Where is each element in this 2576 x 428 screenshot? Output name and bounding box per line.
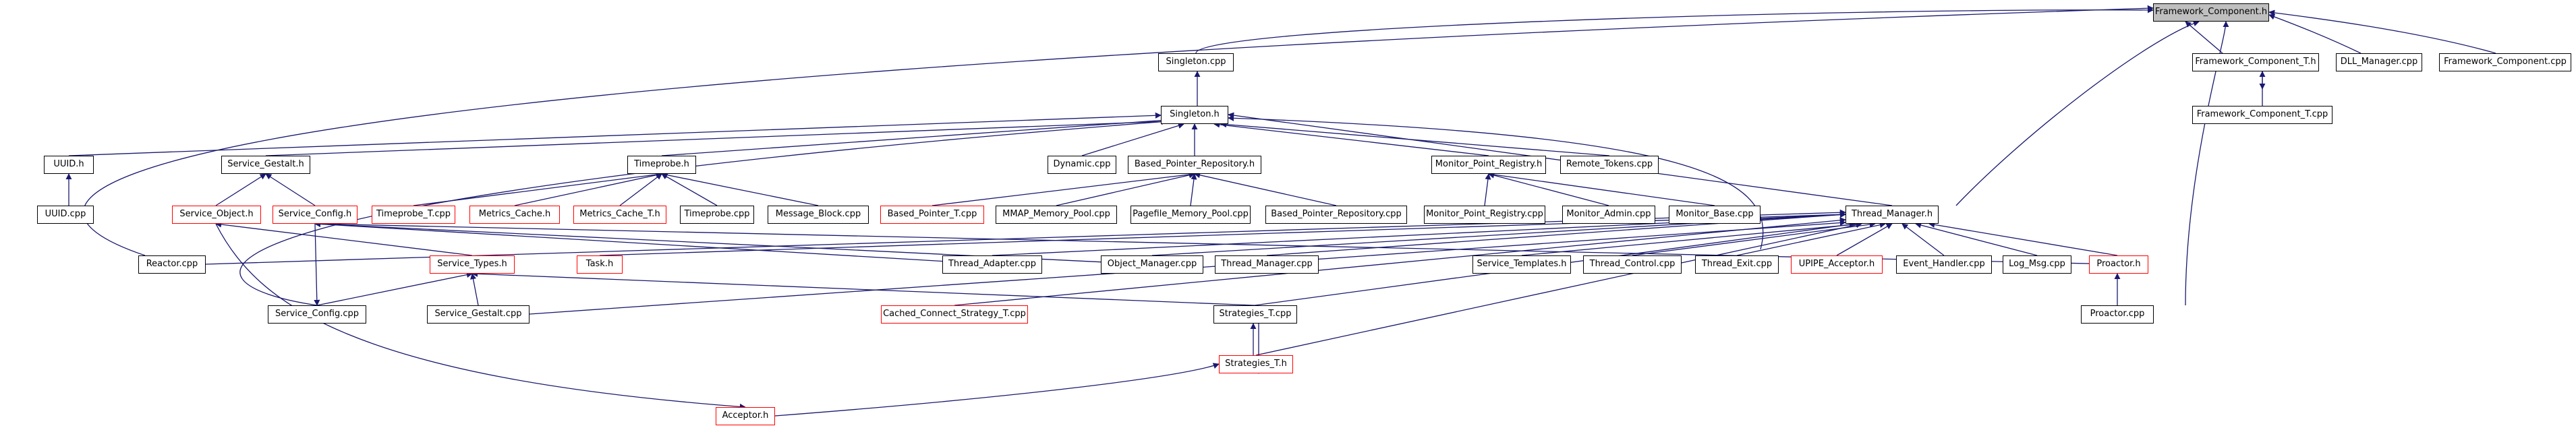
dependency-edge (265, 118, 1168, 156)
node-based-pointer-t-cpp[interactable]: Based_Pointer_T.cpp (880, 206, 984, 224)
dependency-edge (316, 272, 473, 306)
node-uuid-cpp[interactable]: UUID.cpp (37, 206, 94, 224)
dependency-edge (1484, 173, 1491, 206)
dependency-edge (1488, 171, 1715, 206)
node-service-templates-h[interactable]: Service_Templates.h (1472, 255, 1571, 274)
node-monitor-base-cpp[interactable]: Monitor_Base.cpp (1669, 206, 1761, 224)
dependency-edge (68, 112, 1162, 156)
dependency-edge (1955, 20, 2200, 206)
node-task-h[interactable]: Task.h (577, 255, 623, 274)
dependency-edge (774, 363, 1220, 417)
node-thread-adapter-cpp[interactable]: Thread_Adapter.cpp (942, 255, 1042, 274)
node-service-config-cpp[interactable]: Service_Config.cpp (268, 305, 366, 324)
node-reactor-cpp[interactable]: Reactor.cpp (138, 255, 206, 274)
dependency-edge (1836, 223, 1893, 256)
node-metrics-cache-t-h[interactable]: Metrics_Cache_T.h (573, 206, 666, 224)
dependency-edge (1190, 173, 1197, 206)
dependency-edge (314, 223, 320, 306)
dependency-edge (1081, 123, 1184, 156)
node-framework-component-t-cpp[interactable]: Framework_Component_T.cpp (2192, 106, 2332, 124)
node-pagefile-memory-pool-cpp[interactable]: Pagefile_Memory_Pool.cpp (1130, 206, 1251, 224)
dependency-edge (1255, 222, 1862, 356)
dependency-edge (661, 172, 819, 206)
dependency-edge (2268, 9, 2496, 54)
dependency-edge (1194, 172, 1337, 206)
dependency-edge (2268, 13, 2362, 54)
node-thread-manager-h[interactable]: Thread_Manager.h (1845, 206, 1939, 224)
node-cached-connect-strategy-t-cpp[interactable]: Cached_Connect_Strategy_T.cpp (881, 305, 1028, 324)
node-thread-exit-cpp[interactable]: Thread_Exit.cpp (1695, 255, 1779, 274)
node-service-gestalt-h[interactable]: Service_Gestalt.h (221, 156, 310, 174)
dependency-edge (1928, 221, 2118, 256)
node-message-block-cpp[interactable]: Message_Block.cpp (768, 206, 869, 224)
dependency-edge (413, 171, 662, 206)
node-object-manager-cpp[interactable]: Object_Manager.cpp (1101, 255, 1203, 274)
dependency-edge (314, 220, 993, 265)
dependency-edge (1915, 222, 2038, 256)
node-singleton-h[interactable]: Singleton.h (1161, 106, 1228, 124)
dependency-edge (215, 223, 746, 410)
node-acceptor-h[interactable]: Acceptor.h (716, 407, 775, 425)
node-dynamic-cpp[interactable]: Dynamic.cpp (1048, 156, 1116, 174)
node-remote-tokens-cpp[interactable]: Remote_Tokens.cpp (1560, 156, 1659, 174)
node-strategies-t-cpp[interactable]: Strategies_T.cpp (1213, 305, 1297, 324)
node-uuid-h[interactable]: UUID.h (44, 156, 94, 174)
dependency-edge (1901, 223, 1945, 256)
dependency-edge (514, 172, 662, 206)
dependency-edge (1213, 121, 1489, 156)
dependency-edge (1632, 221, 1876, 256)
node-service-config-h[interactable]: Service_Config.h (273, 206, 357, 224)
dependency-edge (239, 119, 1168, 306)
node-mmap-memory-pool-cpp[interactable]: MMAP_Memory_Pool.cpp (996, 206, 1117, 224)
node-dll-manager-cpp[interactable]: DLL_Manager.cpp (2336, 53, 2422, 71)
dependency-edge (954, 217, 1846, 306)
node-monitor-point-registry-cpp[interactable]: Monitor_Point_Registry.cpp (1424, 206, 1545, 224)
node-singleton-cpp[interactable]: Singleton.cpp (1158, 53, 1234, 71)
node-framework-component-cpp[interactable]: Framework_Component.cpp (2439, 53, 2571, 71)
dependency-edge (661, 117, 1168, 156)
node-framework-component-h[interactable]: Framework_Component.h (2153, 3, 2269, 22)
dependency-edge (215, 221, 473, 256)
node-timeprobe-t-cpp[interactable]: Timeprobe_T.cpp (372, 206, 455, 224)
dependency-edge (1736, 222, 1886, 256)
node-service-types-h[interactable]: Service_Types.h (430, 255, 515, 274)
dependency-edge (2185, 21, 2223, 54)
node-proactor-cpp[interactable]: Proactor.cpp (2081, 305, 2154, 324)
node-based-pointer-repository-cpp[interactable]: Based_Pointer_Repository.cpp (1265, 206, 1407, 224)
dependency-edge (82, 5, 2154, 256)
dependency-edge (1521, 221, 1862, 256)
node-timeprobe-cpp[interactable]: Timeprobe.cpp (680, 206, 754, 224)
node-timeprobe-h[interactable]: Timeprobe.h (627, 156, 696, 174)
dependency-edge (470, 273, 479, 306)
dependency-edge (1488, 172, 1609, 206)
dependency-edge (215, 173, 266, 206)
node-monitor-point-registry-h[interactable]: Monitor_Point_Registry.h (1431, 156, 1546, 174)
node-strategies-t-h[interactable]: Strategies_T.h (1219, 355, 1293, 373)
node-upipe-acceptor-h[interactable]: UPIPE_Acceptor.h (1791, 255, 1883, 274)
dependency-edge (932, 171, 1195, 206)
node-monitor-admin-cpp[interactable]: Monitor_Admin.cpp (1562, 206, 1655, 224)
dependency-edge (265, 173, 316, 206)
dependency-edge (1056, 172, 1195, 206)
dependency-edge (1195, 7, 2154, 54)
node-framework-component-t-h[interactable]: Framework_Component_T.h (2192, 53, 2319, 71)
dependency-edge (471, 270, 1255, 306)
node-thread-control-cpp[interactable]: Thread_Control.cpp (1583, 255, 1682, 274)
dependency-edge (661, 173, 718, 206)
dependency-edge (619, 173, 662, 206)
node-thread-manager-cpp[interactable]: Thread_Manager.cpp (1215, 255, 1319, 274)
node-proactor-h[interactable]: Proactor.h (2089, 255, 2148, 274)
node-service-gestalt-cpp[interactable]: Service_Gestalt.cpp (427, 305, 529, 324)
node-event-handler-cpp[interactable]: Event_Handler.cpp (1896, 255, 1992, 274)
node-based-pointer-repository-h[interactable]: Based_Pointer_Repository.h (1128, 156, 1261, 174)
node-metrics-cache-h[interactable]: Metrics_Cache.h (469, 206, 560, 224)
node-log-msg-cpp[interactable]: Log_Msg.cpp (2003, 255, 2071, 274)
node-service-object-h[interactable]: Service_Object.h (172, 206, 261, 224)
